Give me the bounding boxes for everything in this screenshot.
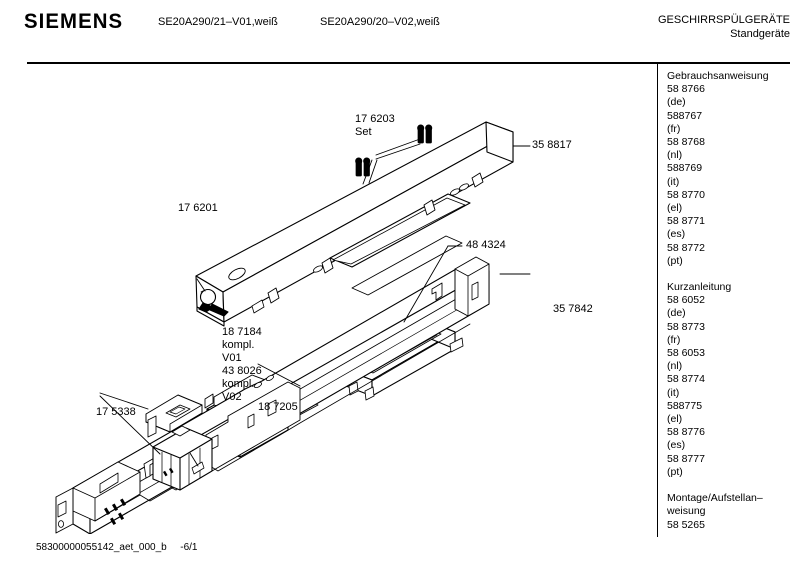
exploded-parts-drawing bbox=[0, 64, 660, 534]
parts-block-quickguide: Kurzanleitung 58 6052 (de) 58 8773 (fr) … bbox=[667, 281, 787, 479]
callout-43-8026: 43 8026 bbox=[222, 365, 262, 377]
part-number: 58 8768 bbox=[667, 136, 705, 149]
callout-18-7205: 18 7205 bbox=[258, 401, 298, 413]
document-id: 58300000055142_aet_000_b bbox=[36, 542, 167, 553]
callout-17-6203: 17 6203 bbox=[355, 113, 395, 125]
callout-18-7184: 18 7184 bbox=[222, 326, 262, 338]
product-category-sub: Standgeräte bbox=[730, 28, 790, 40]
part-number: 588775 bbox=[667, 399, 703, 412]
part-number: 588767 bbox=[667, 109, 703, 122]
part-number: 58 8772 bbox=[667, 241, 705, 254]
callout-17-6201: 17 6201 bbox=[178, 202, 218, 214]
column-divider bbox=[657, 64, 658, 537]
callout-18-7184-kompl: kompl. bbox=[222, 339, 255, 351]
part-number: 58 5265 bbox=[667, 518, 705, 531]
parts-block-installation: Montage/Aufstellan– weisung 58 5265 bbox=[667, 492, 787, 532]
product-category: GESCHIRRSPÜLGERÄTE Standgeräte bbox=[658, 13, 790, 41]
part-language: (de) bbox=[667, 96, 686, 109]
part-number: 58 8766 bbox=[667, 83, 705, 96]
door-latch-part bbox=[198, 288, 229, 317]
callout-48-4324: 48 4324 bbox=[466, 239, 506, 251]
part-language: (el) bbox=[667, 202, 683, 215]
screw-set-parts bbox=[355, 124, 433, 177]
part-language: (fr) bbox=[667, 122, 681, 135]
callout-35-8817: 35 8817 bbox=[532, 139, 572, 151]
part-language: (de) bbox=[667, 307, 686, 320]
siemens-logo: SIEMENS bbox=[24, 10, 124, 33]
parts-block-title-cont: weisung bbox=[667, 505, 706, 518]
part-language: (nl) bbox=[667, 149, 683, 162]
model-number-left: SE20A290/21–V01,weiß bbox=[158, 16, 278, 28]
part-language: (pt) bbox=[667, 465, 683, 478]
parts-block-instructions: Gebrauchsanweisung 58 8766 (de) 588767 (… bbox=[667, 70, 787, 268]
part-number: 58 8770 bbox=[667, 188, 705, 201]
page-number: -6/1 bbox=[180, 542, 198, 553]
document-footer: 58300000055142_aet_000_b -6/1 bbox=[36, 541, 198, 554]
parts-block-title: Montage/Aufstellan– bbox=[667, 492, 763, 505]
part-number: 58 8773 bbox=[667, 320, 705, 333]
part-number: 58 6053 bbox=[667, 347, 705, 360]
callout-17-5338: 17 5338 bbox=[96, 406, 136, 418]
part-number: 58 8774 bbox=[667, 373, 705, 386]
part-language: (es) bbox=[667, 439, 686, 452]
part-language: (nl) bbox=[667, 360, 683, 373]
control-panel-fascia bbox=[195, 121, 514, 327]
product-category-main: GESCHIRRSPÜLGERÄTE bbox=[657, 14, 790, 26]
part-language: (it) bbox=[667, 175, 680, 188]
part-language: (es) bbox=[667, 228, 686, 241]
part-language: (it) bbox=[667, 386, 680, 399]
header-rule bbox=[27, 62, 790, 64]
part-number: 588769 bbox=[667, 162, 703, 175]
part-language: (pt) bbox=[667, 254, 683, 267]
callout-18-7184-variant: V01 bbox=[222, 352, 242, 364]
documentation-parts-list: Gebrauchsanweisung 58 8766 (de) 588767 (… bbox=[667, 70, 787, 545]
callout-17-6203-set: Set bbox=[355, 126, 372, 138]
callout-35-7842: 35 7842 bbox=[553, 303, 593, 315]
part-language: (fr) bbox=[667, 333, 681, 346]
parts-block-title: Kurzanleitung bbox=[667, 281, 732, 294]
callout-43-8026-variant: V02 bbox=[222, 391, 242, 403]
model-number-right: SE20A290/20–V02,weiß bbox=[320, 16, 440, 28]
part-language: (el) bbox=[667, 413, 683, 426]
door-lock-mechanism bbox=[145, 394, 213, 491]
part-number: 58 8776 bbox=[667, 426, 705, 439]
part-number: 58 8777 bbox=[667, 452, 705, 465]
part-number: 58 6052 bbox=[667, 294, 705, 307]
part-number: 58 8771 bbox=[667, 215, 705, 228]
parts-block-title: Gebrauchsanweisung bbox=[667, 70, 769, 82]
callout-43-8026-kompl: kompl. bbox=[222, 378, 255, 390]
leader-lines bbox=[99, 138, 531, 467]
